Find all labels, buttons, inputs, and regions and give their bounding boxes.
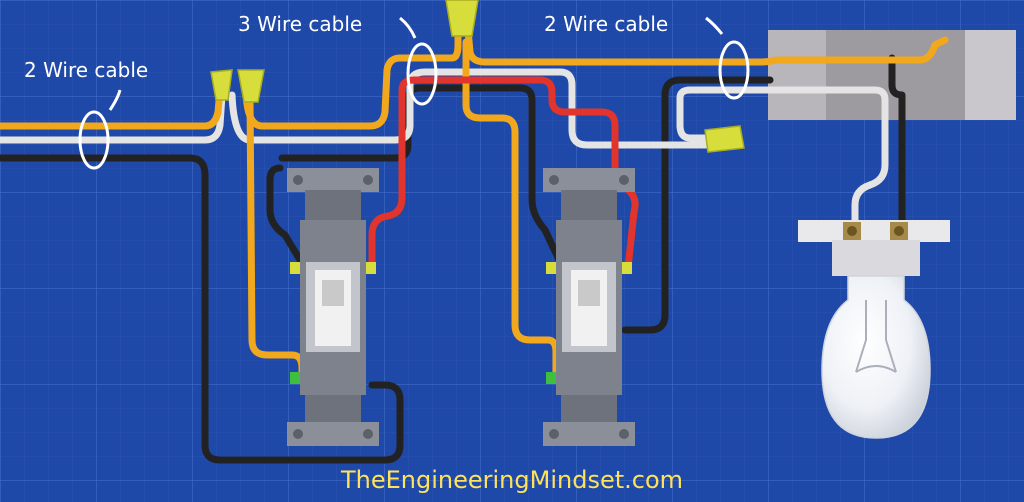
middle-cable-pointer (399, 16, 417, 39)
ground-wires (0, 54, 906, 464)
three-way-switch-left (287, 168, 379, 446)
left-cable-ring (78, 110, 110, 170)
middle-cable-label: 3 Wire cable (238, 12, 362, 36)
left-cable-label: 2 Wire cable (24, 58, 148, 82)
cable-markers (78, 16, 750, 170)
wire-nut-icon (210, 0, 745, 153)
middle-cable-ring (406, 42, 438, 106)
right-cable-pointer (705, 16, 724, 35)
junction-box (768, 30, 1016, 120)
hot-wires (0, 26, 949, 384)
three-way-switch-right (543, 168, 635, 446)
right-cable-ring (718, 40, 750, 100)
left-cable-pointer (108, 89, 122, 111)
right-cable-label: 2 Wire cable (544, 12, 668, 36)
light-bulb-icon (798, 220, 950, 439)
site-watermark: TheEngineeringMindset.com (340, 466, 683, 494)
